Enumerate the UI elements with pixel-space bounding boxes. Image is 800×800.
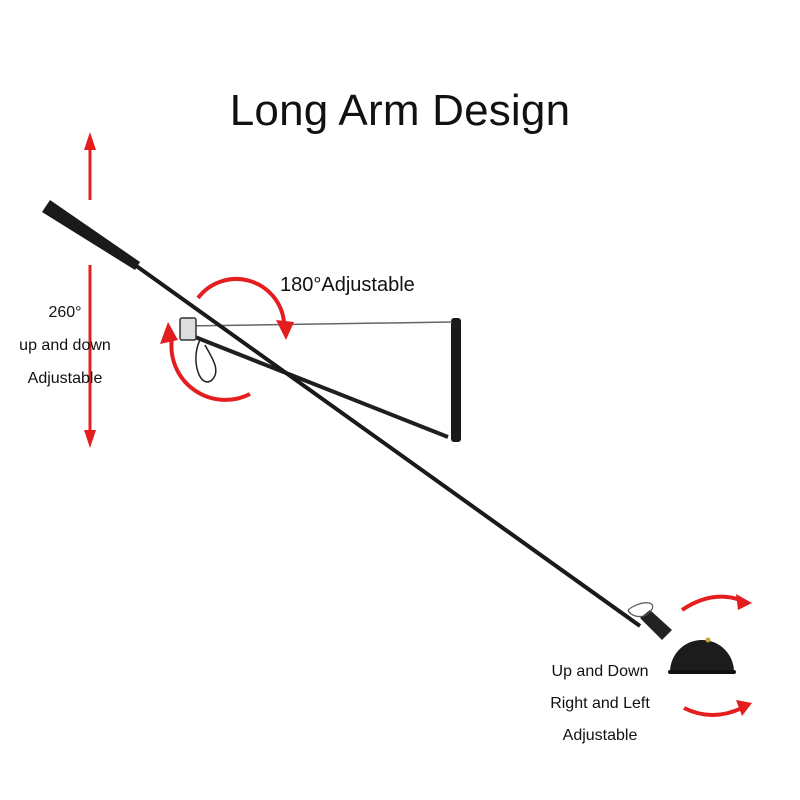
head-line2: Right and Left bbox=[550, 695, 650, 712]
wall-bracket bbox=[451, 318, 461, 442]
tapered-handle bbox=[42, 200, 140, 270]
vertical-line2: up and down bbox=[19, 337, 111, 354]
vertical-adjust-arrow-icon bbox=[84, 132, 96, 448]
swivel-label: 180°Adjustable bbox=[280, 274, 415, 296]
head-line3: Adjustable bbox=[562, 727, 638, 744]
vertical-angle: 260° bbox=[48, 304, 82, 321]
head-adjust-label: Up and Down Right and Left Adjustable bbox=[530, 656, 670, 752]
head-adjust-arrows-icon bbox=[680, 594, 743, 717]
vertical-adjust-label: 260° up and down Adjustable bbox=[10, 296, 120, 395]
long-rod bbox=[133, 263, 642, 628]
head-line1: Up and Down bbox=[551, 663, 649, 680]
rotate-arrows-icon bbox=[169, 277, 286, 402]
vertical-line3: Adjustable bbox=[27, 370, 103, 387]
title: Long Arm Design bbox=[229, 86, 571, 135]
lamp-head bbox=[627, 602, 736, 674]
